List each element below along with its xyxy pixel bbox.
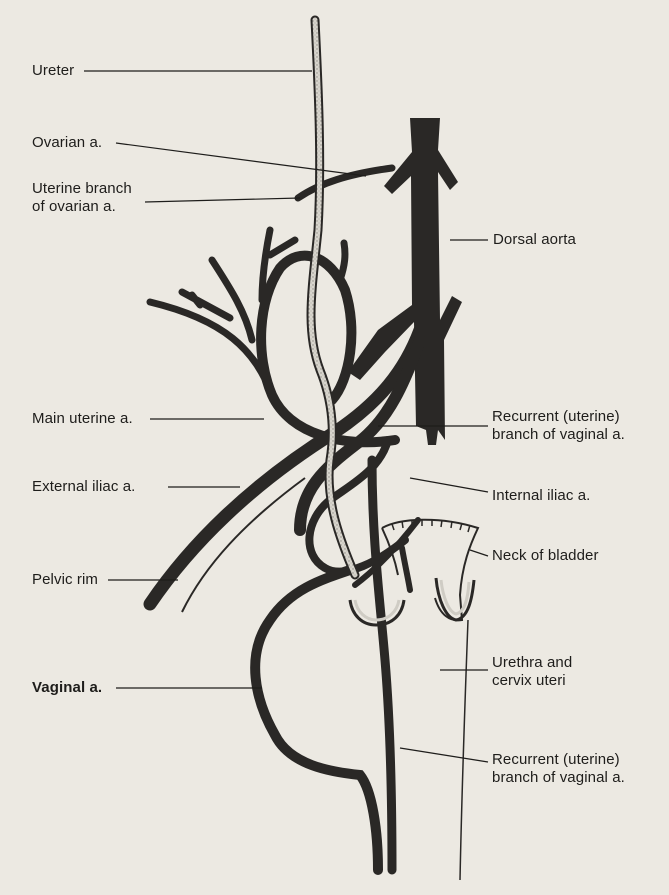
label-urethra-2: cervix uteri	[492, 672, 566, 690]
ovarian-artery	[298, 168, 392, 198]
dorsal-aorta	[348, 118, 462, 445]
label-internal-iliac: Internal iliac a.	[492, 487, 590, 505]
label-neck-of-bladder: Neck of bladder	[492, 547, 599, 565]
label-recurrent-bottom-2: branch of vaginal a.	[492, 769, 625, 787]
vaginal-artery	[255, 570, 378, 870]
label-uterine-branch-1: Uterine branch	[32, 180, 132, 198]
label-main-uterine: Main uterine a.	[32, 410, 133, 428]
label-vaginal-artery: Vaginal a.	[32, 679, 102, 697]
label-dorsal-aorta: Dorsal aorta	[493, 231, 576, 249]
label-recurrent-top-1: Recurrent (uterine)	[492, 408, 620, 426]
label-ureter: Ureter	[32, 62, 74, 80]
label-external-iliac: External iliac a.	[32, 478, 135, 496]
label-recurrent-bottom-1: Recurrent (uterine)	[492, 751, 620, 769]
bladder-branch	[355, 520, 418, 590]
label-ovarian-artery: Ovarian a.	[32, 134, 102, 152]
urethra-line	[460, 620, 468, 880]
label-recurrent-top-2: branch of vaginal a.	[492, 426, 625, 444]
label-uterine-branch-2: of ovarian a.	[32, 198, 116, 216]
label-urethra-1: Urethra and	[492, 654, 572, 672]
label-pelvic-rim: Pelvic rim	[32, 571, 98, 589]
